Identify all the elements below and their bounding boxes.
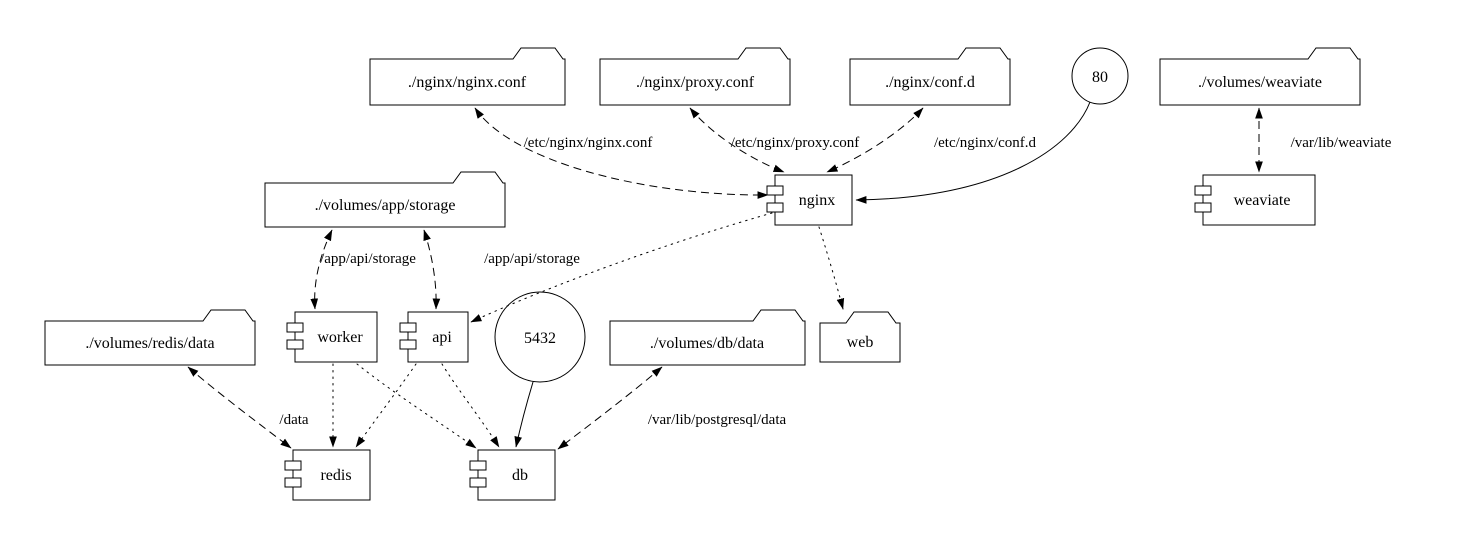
node-db: db	[469, 449, 556, 501]
node-label: 5432	[524, 330, 556, 347]
edge-db-volume	[557, 366, 663, 450]
edge-label-conf-d-mount: /etc/nginx/conf.d	[934, 135, 1037, 151]
component-tab-icon	[1194, 202, 1212, 213]
node-label: ./nginx/proxy.conf	[636, 74, 755, 91]
node-label: 80	[1092, 69, 1108, 86]
edge-label-weaviate-mount: /var/lib/weaviate	[1291, 135, 1392, 151]
component-icon	[1202, 174, 1316, 226]
node-volumes-redis-data: ./volumes/redis/data	[44, 309, 256, 366]
node-label: nginx	[799, 192, 835, 209]
edge-label-api-storage-mount: /app/api/storage	[484, 251, 580, 267]
folder-icon	[849, 47, 1011, 106]
edge-api-appstorage	[423, 229, 441, 310]
node-label: ./volumes/redis/data	[85, 335, 214, 352]
edge-label-proxy-conf-mount: /etc/nginx/proxy.conf	[731, 135, 860, 151]
node-conf-d: ./nginx/conf.d	[849, 47, 1011, 106]
folder-icon	[369, 47, 566, 106]
node-proxy-conf: ./nginx/proxy.conf	[599, 47, 791, 106]
edge-nginx-proxyconf	[689, 107, 785, 173]
node-label: ./nginx/nginx.conf	[408, 74, 527, 91]
component-tab-icon	[766, 202, 784, 213]
node-port-80: 80	[1071, 47, 1129, 105]
component-tab-icon	[284, 477, 302, 488]
component-tab-icon	[286, 322, 304, 333]
node-label: web	[847, 334, 874, 351]
edge-api-redis	[355, 363, 417, 448]
node-worker: worker	[286, 311, 378, 363]
edge-label-redis-data-mount: /data	[279, 412, 308, 428]
node-label: ./volumes/db/data	[650, 335, 764, 352]
folder-icon	[44, 309, 256, 366]
component-icon	[292, 449, 371, 501]
component-icon	[774, 174, 853, 226]
edge-port5432-db	[514, 381, 534, 448]
node-weaviate: weaviate	[1194, 174, 1316, 226]
edge-redis-volume	[187, 366, 292, 449]
node-label: ./nginx/conf.d	[885, 74, 975, 91]
component-icon	[407, 311, 469, 363]
node-label: weaviate	[1234, 192, 1291, 209]
edge-worker-appstorage	[310, 229, 333, 310]
edge-port80-nginx	[855, 101, 1091, 204]
edge-label-nginx-conf-mount: /etc/nginx/nginx.conf	[524, 135, 653, 151]
component-tab-icon	[469, 460, 487, 471]
node-web: web	[819, 311, 901, 363]
component-tab-icon	[284, 460, 302, 471]
port-circle-icon	[1071, 47, 1129, 105]
edge-nginx-confd	[826, 107, 924, 173]
component-tab-icon	[469, 477, 487, 488]
node-nginx-conf: ./nginx/nginx.conf	[369, 47, 566, 106]
node-label: ./volumes/weaviate	[1198, 74, 1322, 91]
edge-label-worker-storage-mount: /app/api/storage	[320, 251, 416, 267]
edge-worker-db	[356, 363, 477, 449]
component-tab-icon	[399, 339, 417, 350]
folder-icon	[609, 309, 806, 366]
edge-nginx-api	[470, 212, 773, 323]
edge-nginx-web	[818, 226, 845, 310]
node-nginx: nginx	[766, 174, 853, 226]
node-volumes-weaviate: ./volumes/weaviate	[1159, 47, 1361, 106]
component-tab-icon	[286, 339, 304, 350]
folder-icon	[819, 311, 901, 363]
component-tab-icon	[1194, 185, 1212, 196]
component-tab-icon	[766, 185, 784, 196]
node-api: api	[399, 311, 469, 363]
component-tab-icon	[399, 322, 417, 333]
component-icon	[477, 449, 556, 501]
edge-nginx-nginxconf	[474, 107, 769, 199]
folder-icon	[1159, 47, 1361, 106]
node-port-5432: 5432	[494, 291, 586, 383]
edge-label-db-data-mount: /var/lib/postgresql/data	[648, 412, 787, 428]
node-volumes-db-data: ./volumes/db/data	[609, 309, 806, 366]
node-label: api	[432, 329, 452, 346]
folder-icon	[599, 47, 791, 106]
node-redis: redis	[284, 449, 371, 501]
node-label: redis	[320, 467, 351, 484]
component-icon	[294, 311, 378, 363]
node-label: db	[512, 467, 528, 484]
node-label: ./volumes/app/storage	[315, 197, 456, 214]
port-circle-icon	[494, 291, 586, 383]
node-volumes-app-storage: ./volumes/app/storage	[264, 171, 506, 228]
node-label: worker	[317, 329, 363, 346]
